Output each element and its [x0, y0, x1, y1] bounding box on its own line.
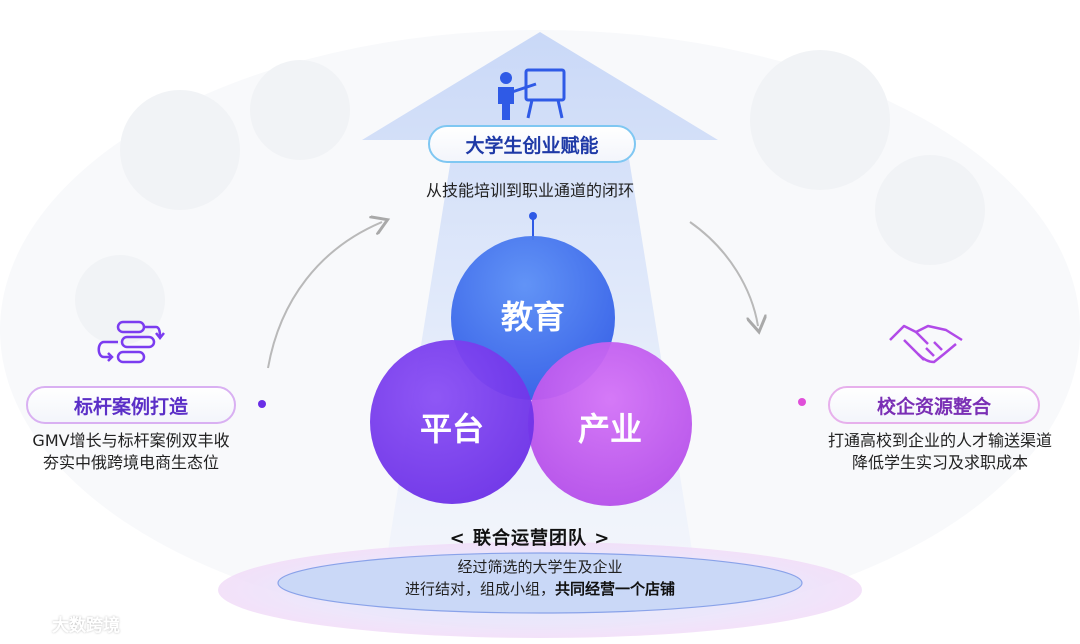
flow-process-icon [97, 320, 165, 364]
team-description-line-2-bold: 共同经营一个店铺 [555, 580, 676, 598]
team-title: < 联合运营团队 > [449, 528, 611, 549]
handshake-icon [889, 324, 963, 364]
team-description-line-2-prefix: 进行结对，组成小组， [404, 580, 555, 598]
left-cycle-arrow [267, 222, 382, 369]
brand-logo: 大数跨境 [6, 611, 120, 636]
benchmark-description-line-1: GMV增长与标杆案例双丰收 [32, 431, 230, 450]
brand-logo-text: 大数跨境 [52, 616, 120, 636]
circle-platform [370, 340, 534, 504]
benchmark-description-line-2: 夯实中俄跨境电商生态位 [42, 453, 219, 472]
pill-entrepreneurship: 大学生创业赋能 [428, 125, 636, 163]
right-cycle-arrow [689, 221, 758, 326]
team-description: 经过筛选的大学生及企业 进行结对，组成小组，共同经营一个店铺 [340, 556, 740, 600]
base-platform [218, 542, 862, 638]
team-description-line-2: 进行结对，组成小组，共同经营一个店铺 [340, 578, 740, 600]
label-platform: 平台 [419, 410, 484, 448]
teacher-board-icon [498, 68, 566, 120]
pill-benchmark-cases: 标杆案例打造 [26, 386, 236, 424]
brand-logo-icon [7, 616, 45, 631]
entrepreneurship-description: 从技能培训到职业通道的闭环 [425, 181, 634, 200]
circle-industry [528, 342, 692, 506]
team-description-line-1: 经过筛选的大学生及企业 [457, 558, 623, 576]
benchmark-description: GMV增长与标杆案例双丰收 夯实中俄跨境电商生态位 [0, 430, 262, 474]
pill-resource-integration: 校企资源整合 [828, 386, 1040, 424]
label-industry: 产业 [577, 410, 642, 448]
resource-description-line-2: 降低学生实习及求职成本 [851, 453, 1028, 472]
resource-description-line-1: 打通高校到企业的人才输送渠道 [827, 431, 1052, 450]
resource-description: 打通高校到企业的人才输送渠道 降低学生实习及求职成本 [800, 430, 1080, 474]
connector-left [258, 400, 340, 408]
label-education: 教育 [500, 298, 565, 336]
connector-right [724, 398, 806, 406]
